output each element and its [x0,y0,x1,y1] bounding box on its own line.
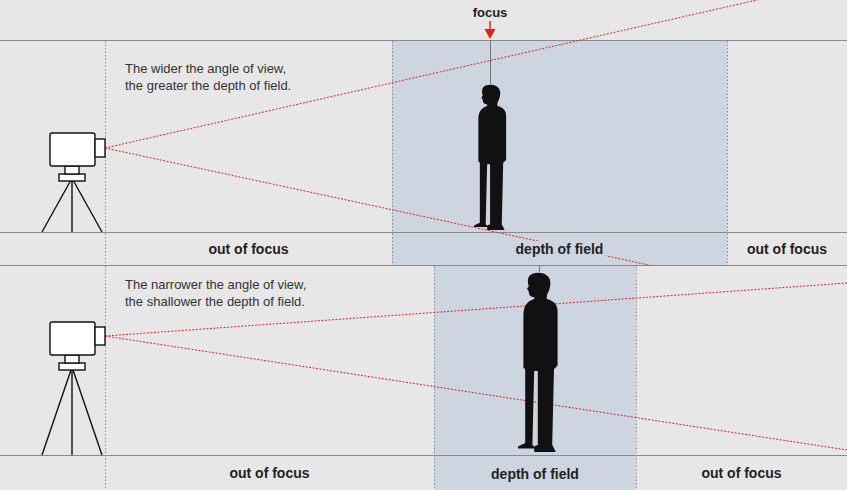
divider-line [392,41,393,265]
label-box: out of focus [105,233,392,265]
region-label: depth of field [513,241,607,257]
focus-arrow [485,29,496,39]
depth-band: depth of field [434,265,636,490]
camera-lens [95,327,105,345]
zone-label: out of focus [205,241,291,257]
label-box: out of focus [105,456,434,490]
camera-tripod [42,133,105,232]
label-box: The narrower the angle of view, the shal… [125,276,325,316]
rule-line [0,232,847,233]
focus-line [539,266,540,272]
camera-body [50,322,95,355]
camera-lens [95,139,105,157]
tripod-leg [73,370,102,455]
focus-label: focus [471,5,510,20]
view-lines [105,0,847,450]
rule-line [0,455,847,456]
rule-line [0,40,847,41]
label-box: out of focus [636,456,847,490]
region-label: depth of field [488,466,582,482]
zone-label: out of focus [698,465,784,481]
focus-line [490,40,491,84]
divider-line [105,266,106,490]
note-text: The wider the angle of view, the greater… [125,60,307,94]
camera-tripod [42,322,105,455]
tripod-leg [71,370,72,455]
view-line [105,336,847,450]
tripod-head [59,174,85,181]
zone-label: out of focus [226,465,312,481]
label-box: out of focus [727,233,847,265]
depth-band [392,40,727,265]
tripod-leg [73,180,102,232]
divider-lines [106,41,728,490]
tripod-leg [42,370,71,455]
note-text: The narrower the angle of view, the shal… [125,276,325,310]
tripod-mount [65,166,79,174]
rule-line [0,265,847,266]
camera-body [50,133,95,166]
depth-band: depth of field [392,40,727,265]
label-box: The wider the angle of view, the greater… [125,60,307,100]
focus-arrow [489,21,491,30]
person-silhouette [474,85,506,230]
person-silhouette [518,273,558,452]
divider-line [727,41,728,265]
label-box: focus [420,2,560,22]
tripod-leg [42,180,71,232]
view-line [105,148,700,265]
divider-line [434,266,435,490]
tripod-head [59,363,85,370]
view-line [105,0,770,148]
tripod-mount [65,355,79,363]
panel-lines [0,41,847,456]
zone-label: out of focus [744,241,830,257]
depth-band [434,265,636,490]
tripod-leg [71,180,72,232]
divider-line [636,266,637,490]
